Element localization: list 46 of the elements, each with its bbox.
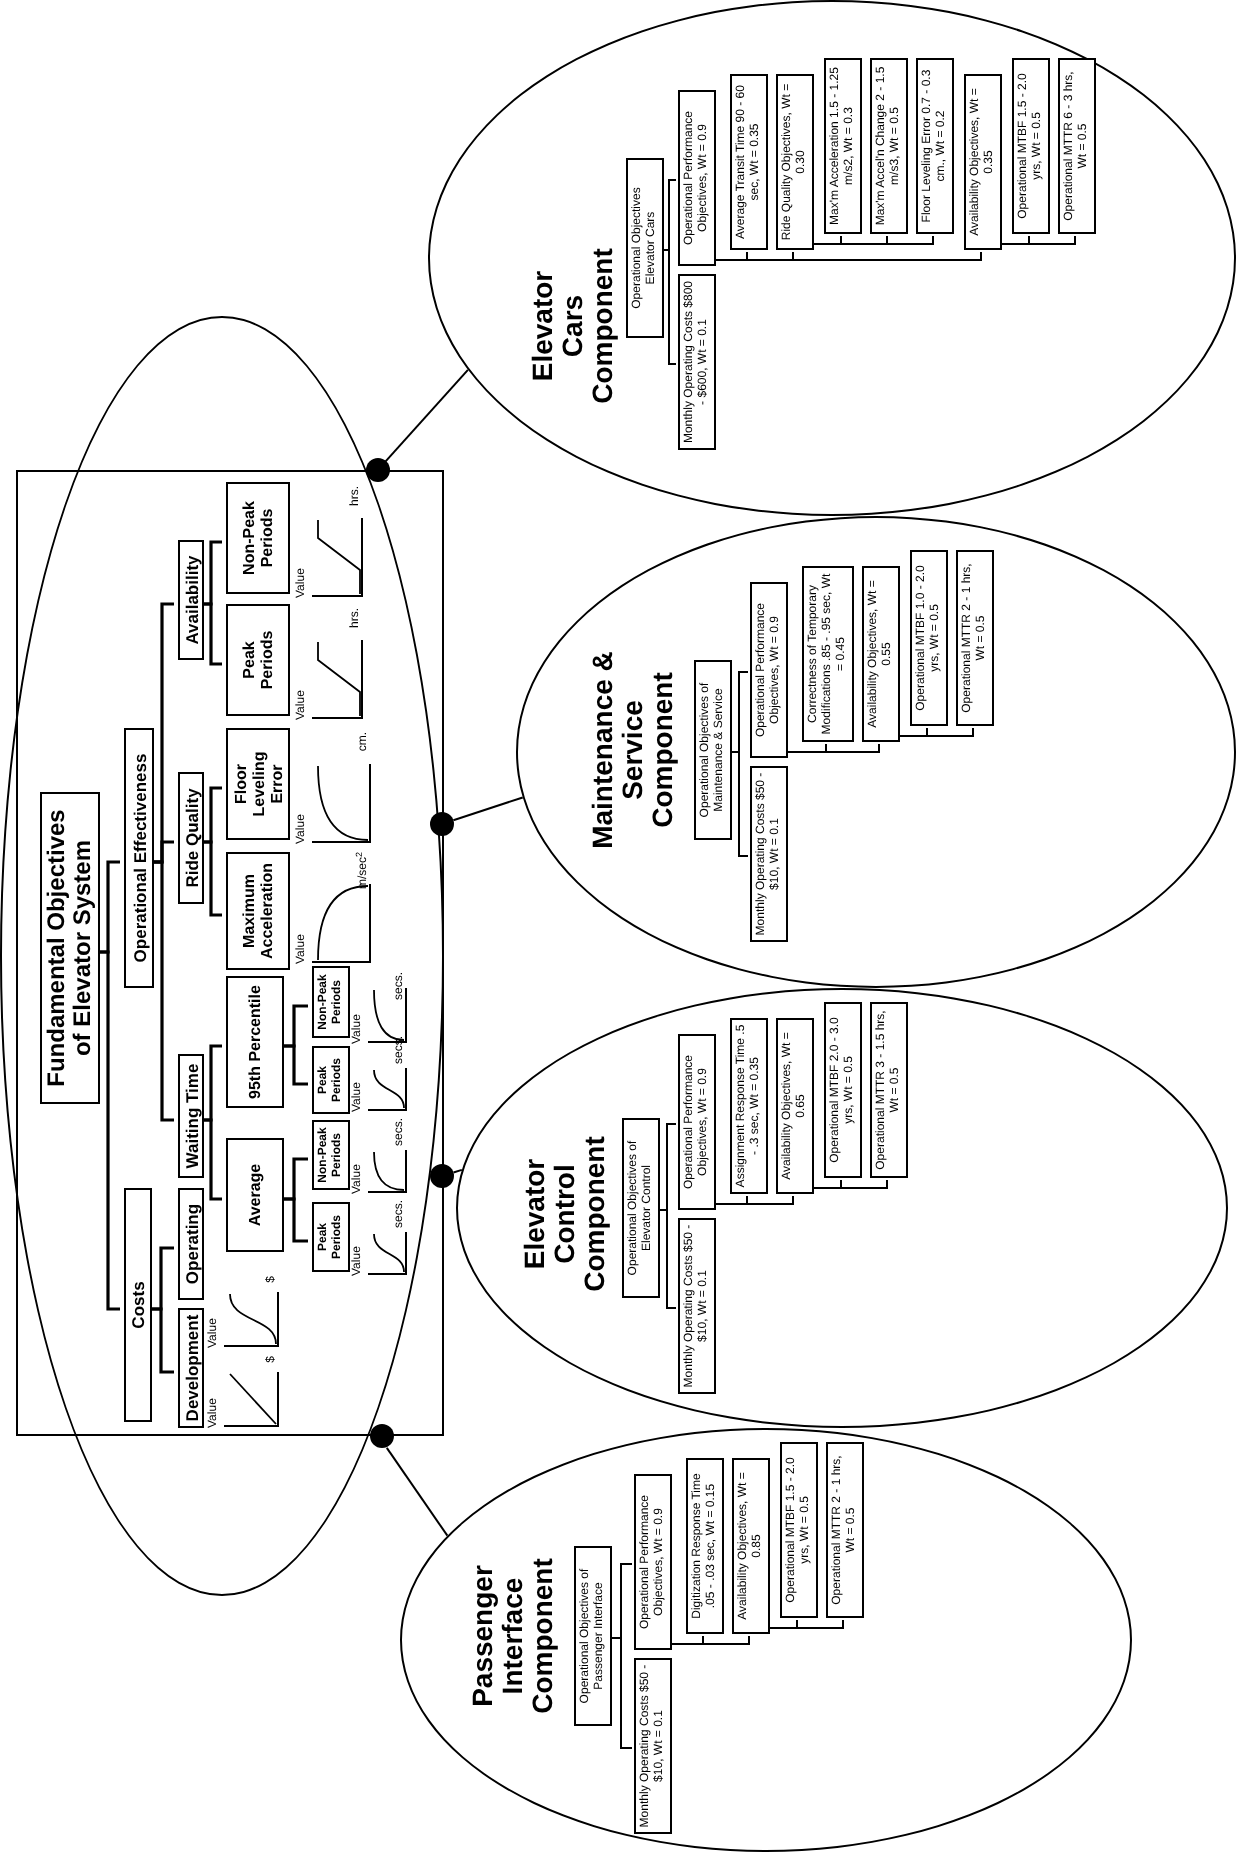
component-heading: Passenger Interface Component [466,1556,558,1718]
objective-box: Floor Leveling Error [226,728,290,840]
diagram-frame [16,470,444,1436]
connector-line [150,602,174,864]
connector-line [96,860,120,954]
connector-line [999,235,1076,245]
connector-line [280,1157,308,1201]
objective-box: Peak Periods [226,604,290,716]
connector-line [897,727,974,737]
boundary-ellipse [0,316,444,1596]
connector-line [729,671,749,753]
objective-box: Operating [178,1188,204,1300]
connector-line [669,1635,750,1645]
objective-box: Maximum Acceleration [226,852,290,970]
leader-line [452,796,524,822]
objective-box: Availability [178,540,204,660]
component-ellipse [516,516,1236,988]
connector-line [785,743,880,753]
connector-line [767,1619,844,1629]
component-heading: Maintenance & Service Component [586,650,678,850]
connector-line [200,1044,222,1122]
leader-line [383,368,469,465]
component-ellipse [456,988,1228,1428]
connector-line [280,1004,308,1048]
connector-line [657,1123,677,1211]
connector-line [148,1246,174,1311]
objective-box: 95th Percentile [226,976,284,1108]
component-heading: Elevator Control Component [518,1134,610,1296]
connector-line [713,251,982,261]
objective-box: Ride Quality [178,772,204,904]
objective-box: Average [226,1138,284,1252]
connector-line [200,786,222,844]
connector-line [811,235,934,245]
title-box: Fundamental Objectives of Elevator System [40,792,100,1104]
connector-line [200,540,222,606]
objective-box: Operational Effectiveness [124,728,154,988]
component-heading: Elevator Cars Component [526,246,618,408]
objective-box: Waiting Time [178,1054,204,1178]
component-ellipse [400,1428,1132,1852]
component-ellipse [428,0,1236,516]
connector-line [713,1195,794,1205]
objective-box: Development [178,1308,204,1428]
leader-line [385,1446,449,1537]
connector-line [811,1179,888,1189]
objective-box: Costs [124,1188,152,1422]
objective-box: Non-Peak Periods [226,482,290,594]
